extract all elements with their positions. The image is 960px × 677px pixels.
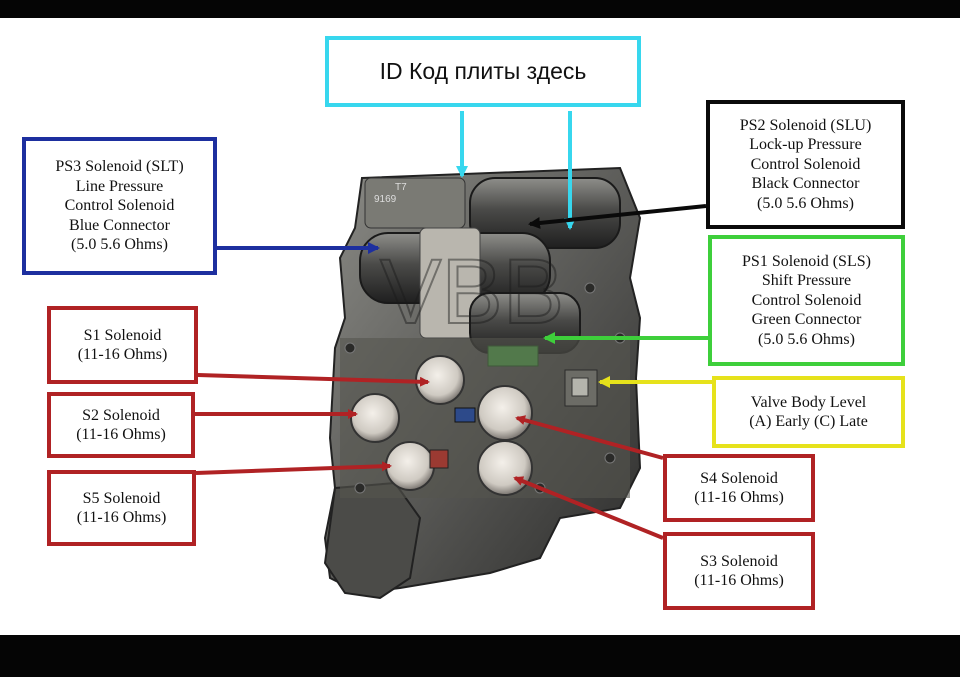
s1-solenoid-label-box: S1 Solenoid (11-16 Ohms) (47, 306, 198, 384)
s2-solenoid-body (350, 393, 400, 443)
s1-label-line-2: (11-16 Ohms) (77, 346, 168, 363)
s4-solenoid-label-box: S4 Solenoid (11-16 Ohms) (663, 454, 815, 522)
s2-solenoid-label-box: S2 Solenoid (11-16 Ohms) (47, 392, 195, 458)
ps2-label-line-5: (5.0 5.6 Ohms) (757, 194, 854, 212)
s5-solenoid-body (385, 441, 435, 491)
s3-label-line-1: S3 Solenoid (700, 552, 778, 570)
s5-solenoid-label-box: S5 Solenoid (11-16 Ohms) (47, 470, 196, 546)
valve-body-level-label-box: Valve Body Level (A) Early (C) Late (712, 376, 905, 448)
part-marking-line2: 9169 (374, 194, 397, 205)
s1-label-line-1: S1 Solenoid (83, 326, 162, 344)
arrow-s1 (197, 373, 430, 387)
s3-solenoid-body (477, 440, 533, 496)
s3-label-line-2: (11-16 Ohms) (694, 572, 784, 589)
ps2-label-line-2: Lock-up Pressure (749, 136, 862, 154)
level-stamp-area (564, 369, 598, 407)
arrow-s5 (195, 461, 392, 475)
arrow-ps2 (528, 204, 707, 229)
valve-body-label-line-2: (A) Early (C) Late (749, 413, 868, 430)
diagram-canvas: T7 9169 VBB ID Код плиты здесь PS3 Solen… (0, 18, 960, 635)
s2-label-line-2: (11-16 Ohms) (76, 426, 166, 443)
ps3-label-line-4: Blue Connector (69, 216, 170, 234)
ps3-label-line-1: PS3 Solenoid (SLT) (55, 158, 184, 176)
ps1-label-line-1: PS1 Solenoid (SLS) (742, 252, 871, 270)
id-code-label: ID Код плиты здесь (379, 57, 587, 84)
ps2-label-line-1: PS2 Solenoid (SLU) (739, 116, 872, 134)
id-code-label-box: ID Код плиты здесь (325, 36, 641, 107)
ps1-label-line-3: Control Solenoid (751, 291, 862, 309)
ps2-label-line-3: Control Solenoid (750, 155, 861, 173)
s5-label-line-2: (11-16 Ohms) (76, 509, 167, 526)
ps3-label-line-5: (5.0 5.6 Ohms) (71, 236, 168, 254)
ps1-label-line-2: Shift Pressure (761, 272, 852, 290)
s4-solenoid-body (477, 385, 533, 441)
ps3-solenoid-label-box: PS3 Solenoid (SLT) Line Pressure Control… (22, 137, 217, 275)
watermark: VBB (380, 241, 564, 343)
ps2-label-line-4: Black Connector (751, 175, 860, 193)
ps3-label-line-2: Line Pressure (75, 177, 164, 195)
arrow-s3 (513, 476, 664, 540)
level-stamp-mark (571, 377, 589, 397)
blue-connector (454, 407, 476, 423)
arrow-s4 (515, 415, 664, 460)
s3-solenoid-label-box: S3 Solenoid (11-16 Ohms) (663, 532, 815, 610)
valve-body-label-line-1: Valve Body Level (750, 393, 867, 411)
valve-body-illustration: T7 9169 VBB (195, 111, 712, 600)
ps2-solenoid-label-box: PS2 Solenoid (SLU) Lock-up Pressure Cont… (706, 100, 905, 229)
part-marking-line1: T7 (395, 182, 407, 193)
ps3-label-line-3: Control Solenoid (64, 197, 175, 215)
top-bracket (364, 177, 466, 229)
s4-label-line-1: S4 Solenoid (700, 469, 778, 487)
top-letterbox-bar (0, 0, 960, 18)
ps1-label-line-5: (5.0 5.6 Ohms) (758, 330, 855, 348)
ps1-solenoid-label-box: PS1 Solenoid (SLS) Shift Pressure Contro… (708, 235, 905, 366)
ps1-label-line-4: Green Connector (751, 311, 862, 329)
s5-label-line-1: S5 Solenoid (82, 489, 161, 507)
s2-label-line-1: S2 Solenoid (82, 406, 160, 424)
valve-body-lower-extension (323, 481, 422, 600)
s4-label-line-2: (11-16 Ohms) (694, 489, 784, 506)
bottom-letterbox-bar (0, 635, 960, 677)
red-connector (429, 449, 449, 469)
